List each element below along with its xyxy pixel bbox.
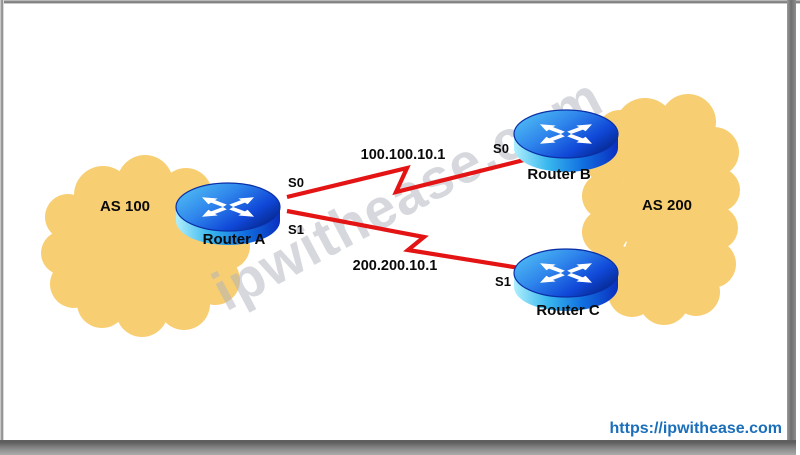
link-top-line [286,154,537,200]
as100-label: AS 100 [99,197,151,215]
interface-label-c-s1: S1 [495,273,511,289]
link-bottom-ip-label: 200.200.10.1 [352,258,438,275]
router-b-icon [514,110,618,172]
footer-site-link[interactable]: https://ipwithease.com [609,420,782,437]
as200-label: AS 200 [641,196,693,214]
router-a-label: Router A [202,230,266,248]
interface-label-a-s0: S0 [288,174,304,190]
router-c-label: Router C [536,301,600,319]
interface-label-a-s1: S1 [288,221,304,237]
cloud-as200-shape [582,94,740,325]
link-top-ip-label: 100.100.10.1 [360,147,446,164]
interface-label-b-s0: S0 [493,140,509,156]
router-b-label: Router B [527,165,591,183]
link-bottom-line [286,208,533,273]
